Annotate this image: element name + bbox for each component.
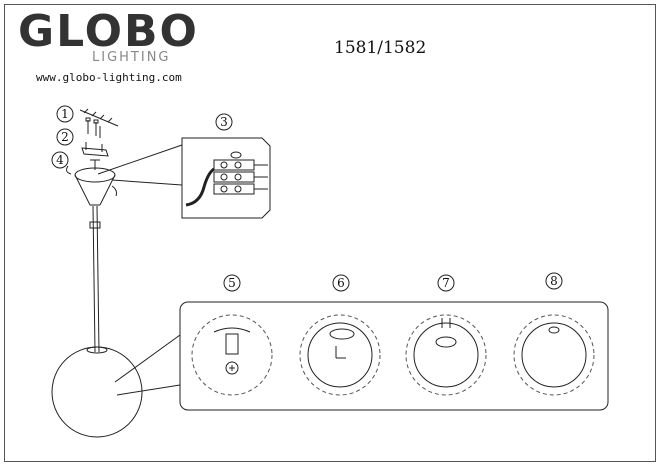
step-1-number: 1 xyxy=(61,107,69,121)
step-2-number: 2 xyxy=(61,130,69,144)
brand-logo: GLOBO xyxy=(18,6,199,57)
ceiling-screws xyxy=(85,117,101,138)
step-6-dashed-circle xyxy=(299,314,381,396)
mounting-bracket xyxy=(81,142,109,157)
brand-subtitle: LIGHTING xyxy=(92,50,171,65)
page-border xyxy=(4,4,656,462)
step-7-dashed-circle xyxy=(405,314,487,396)
socket-and-bulb xyxy=(213,327,251,375)
step-8-dashed-circle xyxy=(513,314,595,396)
step-2-badge xyxy=(56,128,74,146)
step-8-number: 8 xyxy=(550,274,558,288)
globe-inside-view-7 xyxy=(413,318,479,388)
step-6-number: 6 xyxy=(337,276,345,290)
globe-detail-panel xyxy=(179,301,609,411)
model-number: 1581/1582 xyxy=(334,38,427,58)
wiring-detail-box xyxy=(181,137,271,219)
step-1-badge xyxy=(56,105,74,123)
step-7-badge xyxy=(437,274,455,292)
ceiling-hatch xyxy=(79,108,119,127)
globe-inside-view-8 xyxy=(521,322,587,388)
step-5-dashed-circle xyxy=(191,314,273,396)
globe-inside-view-6 xyxy=(307,322,373,388)
step-8-badge xyxy=(545,272,563,290)
glass-globe xyxy=(51,346,143,438)
step-4-number: 4 xyxy=(56,153,64,167)
step-3-badge xyxy=(215,113,233,131)
step-5-badge xyxy=(223,274,241,292)
step-7-number: 7 xyxy=(442,276,450,290)
step-5-number: 5 xyxy=(228,276,236,290)
step-6-badge xyxy=(332,274,350,292)
globe-neck xyxy=(86,346,108,354)
canopy xyxy=(66,159,117,206)
step-3-number: 3 xyxy=(220,115,228,129)
step-4-badge xyxy=(51,151,69,169)
suspension-rod xyxy=(89,205,101,353)
website-url: www.globo-lighting.com xyxy=(36,71,182,84)
